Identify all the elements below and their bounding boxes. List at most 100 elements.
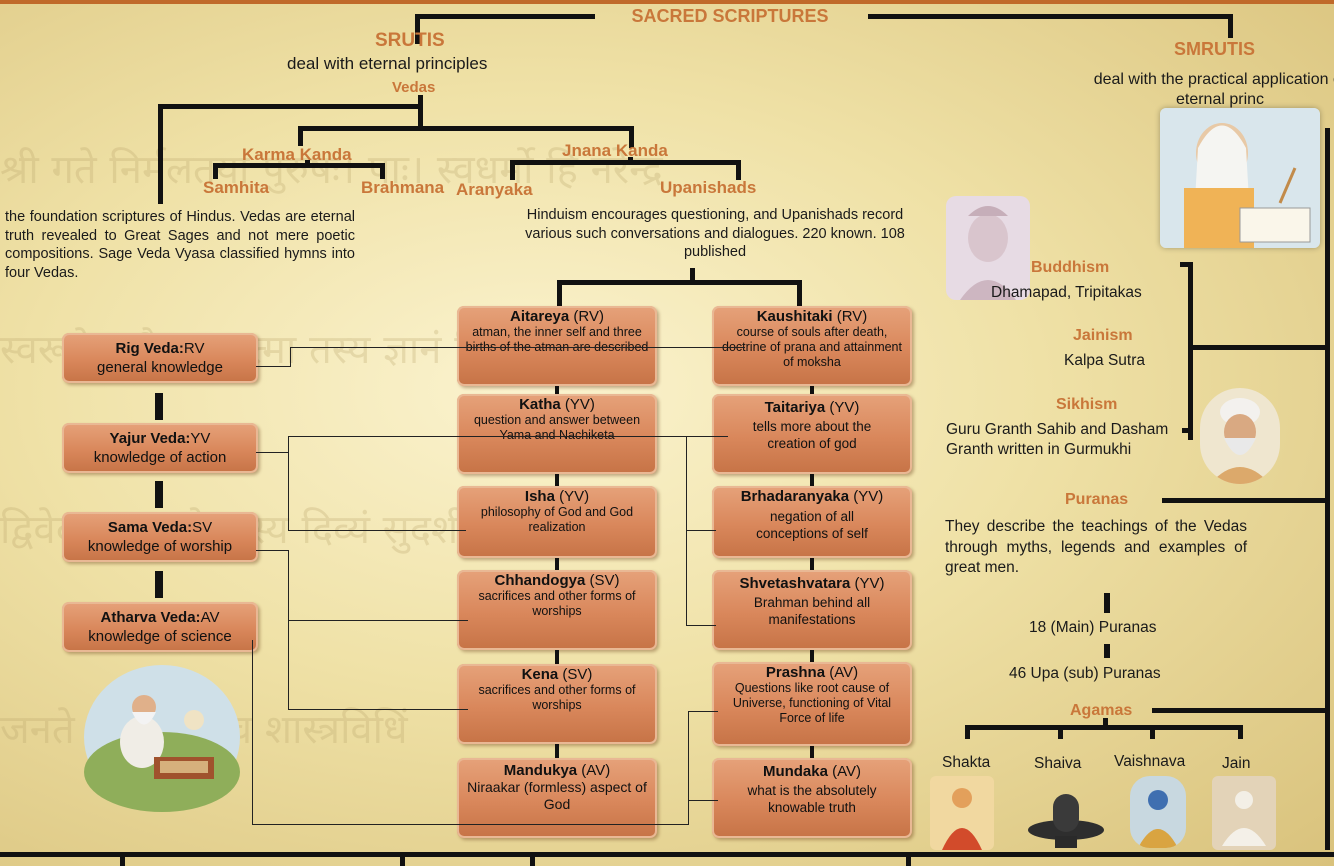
vedas-label: Vedas xyxy=(392,79,436,96)
upanishad-card-brhadaranyaka: Brhadaranyaka (YV) negation of all conce… xyxy=(712,486,912,558)
upanishad-tag: (YV) xyxy=(554,488,590,505)
upanishad-desc: question and answer between Yama and Nac… xyxy=(473,413,641,442)
smrutis-description: deal with the practical application of e… xyxy=(1093,71,1334,108)
veda-name: Atharva Veda: xyxy=(100,609,201,626)
veda-card-sama: Sama Veda:SV knowledge of worship xyxy=(62,512,258,562)
agamas-heading: Agamas xyxy=(1070,702,1133,719)
upanishad-desc: tells more about the creation of god xyxy=(752,419,872,451)
upanishad-desc: Questions like root cause of Universe, f… xyxy=(732,681,892,725)
upanishad-card-mundaka: Mundaka (AV) what is the absolutely know… xyxy=(712,758,912,838)
upanishad-name: Kena xyxy=(521,666,559,683)
agama-shaiva: Shaiva xyxy=(1034,755,1082,772)
upanishad-tag: (RV) xyxy=(832,308,868,325)
upanishad-tag: (YV) xyxy=(560,396,595,413)
veda-desc: knowledge of action xyxy=(93,449,227,466)
sage-vyasa-illustration xyxy=(82,662,242,812)
upanishads-label: Upanishads xyxy=(660,178,757,197)
upanishad-tag: (YV) xyxy=(850,575,885,592)
upanishad-name: Taitariya xyxy=(764,399,826,416)
upanishad-name: Mundaka xyxy=(762,763,828,780)
samhita-label: Samhita xyxy=(203,178,270,197)
karma-kanda-label: Karma Kanda xyxy=(242,145,352,164)
veda-card-atharva: Atharva Veda:AV knowledge of science xyxy=(62,602,258,652)
upanishad-card-mandukya: Mandukya (AV) Niraakar (formless) aspect… xyxy=(457,758,657,838)
upanishad-tag: (SV) xyxy=(585,572,620,589)
upanishad-card-kena: Kena (SV) sacrifices and other forms of … xyxy=(457,664,657,744)
upanishad-desc: philosophy of God and God realization xyxy=(480,505,634,534)
upanishad-tag: (SV) xyxy=(558,666,593,683)
agama-vaishnava: Vaishnava xyxy=(1114,753,1186,770)
upanishad-tag: (AV) xyxy=(825,664,859,681)
upanishad-desc: atman, the inner self and three births o… xyxy=(465,325,649,354)
upanishad-card-taitariya: Taitariya (YV) tells more about the crea… xyxy=(712,394,912,474)
veda-abbr: SV xyxy=(192,519,213,536)
smrutis-heading: SMRUTIS xyxy=(1174,39,1255,59)
upanishad-tag: (RV) xyxy=(569,308,604,325)
top-border xyxy=(0,0,1334,4)
sikhism-heading: Sikhism xyxy=(1056,396,1118,413)
upanishad-card-chhandogya: Chhandogya (SV) sacrifices and other for… xyxy=(457,570,657,650)
main-puranas: 18 (Main) Puranas xyxy=(1029,619,1157,636)
agama-jain: Jain xyxy=(1222,755,1251,772)
buddhism-heading: Buddhism xyxy=(1031,259,1110,276)
veda-abbr: AV xyxy=(200,609,220,626)
veda-name: Rig Veda: xyxy=(115,340,184,357)
guru-illustration xyxy=(1200,388,1280,484)
upanishad-name: Chhandogya xyxy=(494,572,586,589)
jain-tirthankara-illustration xyxy=(1212,776,1276,850)
upanishad-tag: (YV) xyxy=(825,399,860,416)
upanishad-name: Brhadaranyaka xyxy=(740,488,850,505)
samhita-description: the foundation scriptures of Hindus. Ved… xyxy=(5,209,355,281)
upanishad-name: Kaushitaki xyxy=(756,308,833,325)
upanishad-name: Isha xyxy=(524,488,555,505)
shaiva-lingam-illustration xyxy=(1025,780,1107,850)
buddhism-text: Dhamapad, Tripitakas xyxy=(991,284,1142,301)
upanishad-desc: sacrifices and other forms of worships xyxy=(478,683,636,712)
veda-desc: knowledge of science xyxy=(88,628,232,645)
title: SACRED SCRIPTURES xyxy=(631,6,829,26)
srutis-heading: SRUTIS xyxy=(375,30,445,51)
upanishad-tag: (AV) xyxy=(827,763,862,780)
brahmana-label: Brahmana xyxy=(361,178,445,197)
upanishad-desc: Brahman behind all manifestations xyxy=(753,595,871,627)
sikhism-text: Guru Granth Sahib and Dasham Granth writ… xyxy=(946,421,1169,458)
upanishad-name: Prashna xyxy=(765,664,826,681)
agama-shakta: Shakta xyxy=(942,754,991,771)
buddha-illustration xyxy=(946,196,1030,300)
upanishad-desc: what is the absolutely knowable truth xyxy=(747,783,877,815)
shakta-deity-illustration xyxy=(930,776,994,850)
upa-puranas: 46 Upa (sub) Puranas xyxy=(1009,665,1161,682)
puranas-description: They describe the teachings of the Vedas… xyxy=(945,518,1247,576)
puranas-heading: Puranas xyxy=(1065,491,1129,508)
upanishad-tag: (AV) xyxy=(577,762,611,779)
vaishnava-deity-illustration xyxy=(1130,776,1186,848)
upanishad-name: Katha xyxy=(519,396,561,413)
jainism-heading: Jainism xyxy=(1073,327,1133,344)
upanishad-name: Mandukya xyxy=(503,762,578,779)
background-script: श्री गते निर्मलतया पुरुषः। पाः। स्वधर्मो… xyxy=(0,147,663,193)
smruti-sage-illustration xyxy=(1160,108,1320,248)
aranyaka-label: Aranyaka xyxy=(456,180,533,199)
veda-card-rig: Rig Veda:RV general knowledge xyxy=(62,333,258,383)
upanishad-card-aitareya: Aitareya (RV) atman, the inner self and … xyxy=(457,306,657,386)
upanishad-card-isha: Isha (YV) philosophy of God and God real… xyxy=(457,486,657,558)
srutis-description: deal with eternal principles xyxy=(287,54,488,73)
veda-abbr: YV xyxy=(190,430,211,447)
upanishad-desc: negation of all conceptions of self xyxy=(756,509,868,541)
jainism-text: Kalpa Sutra xyxy=(1064,352,1145,369)
upanishad-desc: course of souls after death, doctrine of… xyxy=(722,325,902,369)
upanishad-desc: sacrifices and other forms of worships xyxy=(478,589,636,618)
veda-card-yajur: Yajur Veda:YV knowledge of action xyxy=(62,423,258,473)
upanishad-tag: (YV) xyxy=(849,488,884,505)
upanishad-card-katha: Katha (YV) question and answer between Y… xyxy=(457,394,657,474)
veda-desc: general knowledge xyxy=(97,359,223,376)
veda-name: Sama Veda: xyxy=(107,519,193,536)
upanishads-description: Hinduism encourages questioning, and Upa… xyxy=(525,207,905,260)
upanishad-card-shvetashvatara: Shvetashvatara (YV) Brahman behind all m… xyxy=(712,570,912,650)
upanishad-desc: Niraakar (formless) aspect of God xyxy=(467,779,647,812)
veda-desc: knowledge of worship xyxy=(87,538,233,555)
jnana-kanda-label: Jnana Kanda xyxy=(562,141,668,160)
upanishad-card-kaushitaki: Kaushitaki (RV) course of souls after de… xyxy=(712,306,912,386)
upanishad-card-prashna: Prashna (AV) Questions like root cause o… xyxy=(712,662,912,746)
